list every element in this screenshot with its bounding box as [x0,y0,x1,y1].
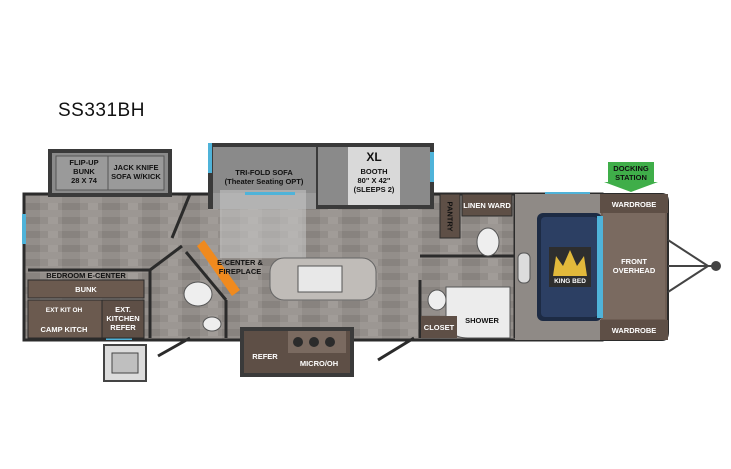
refer-label: REFER [252,352,278,361]
booth-label: BOOTH 80" X 42" (SLEEPS 2) [353,167,395,194]
docking-station-arrow [604,162,658,192]
wardrobe-top-label: WARDROBE [611,200,657,209]
micro-oh-label: MICRO/OH [299,359,339,368]
shower-label: SHOWER [465,316,499,325]
kitchen-island [269,257,377,301]
fireplace [197,240,240,296]
flip-up-bunk-label: FLIP-UP BUNK 28 X 74 [69,158,99,185]
docking-station-label: DOCKING STATION [613,164,649,182]
bunk-label: BUNK [75,285,97,294]
ecenter-fireplace-label: E-CENTER & FIREPLACE [217,258,263,276]
entry-doors [157,336,415,362]
living-slide [208,143,434,258]
front-cap [599,193,669,341]
linen-ward-label: LINEN WARD [463,201,511,210]
rear-bath [27,279,222,339]
hitch [667,239,721,293]
front-overhead-label: FRONT OVERHEAD [612,257,656,275]
jack-knife-sofa-label: JACK KNIFE SOFA W/KICK [111,163,161,181]
center-bath [421,227,511,339]
model-title: SS331BH [58,100,145,121]
ext-kit-oh-label: EXT KIT OH [45,307,83,314]
closet-label: CLOSET [423,323,455,332]
ext-kitchen-box [103,344,147,382]
pantry-linen [439,193,513,239]
camp-kitch-label: CAMP KITCH [40,325,88,334]
wardrobe-bottom-label: WARDROBE [611,326,657,335]
king-crown-icon [549,247,591,287]
ext-kitchen-refer-label: EXT. KITCHEN REFER [106,305,140,332]
tri-fold-sofa-label: TRI-FOLD SOFA (Theater Seating OPT) [224,168,304,186]
pantry-label: PANTRY [445,201,455,232]
bunk-slide [48,149,172,197]
bedroom-ecenter-label: BEDROOM E-CENTER [46,271,126,280]
xl-label: XL [366,150,382,164]
king-bed-label: KING BED [554,278,586,285]
kitchen-slide [240,327,354,377]
